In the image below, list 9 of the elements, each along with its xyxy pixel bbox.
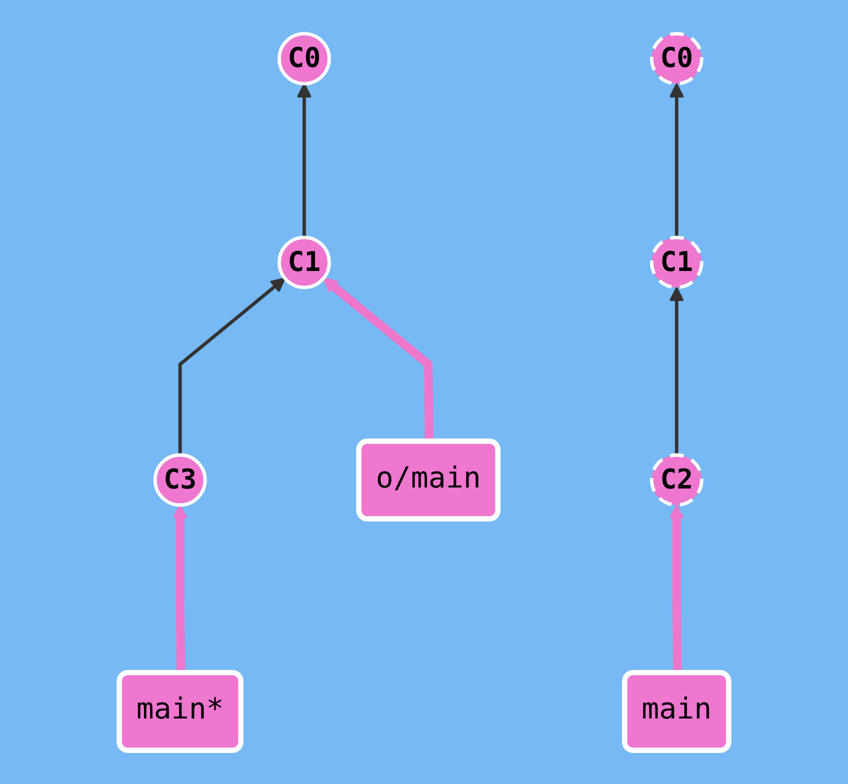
arrow (178, 278, 286, 455)
node-circle: C3 (153, 453, 207, 507)
node-circle: C1 (650, 236, 704, 290)
node-circle: C0 (650, 32, 704, 86)
node-circle: C1 (278, 236, 331, 290)
node-circle: C0 (278, 32, 331, 86)
arrow (669, 286, 684, 455)
node-circle: C2 (650, 453, 704, 507)
arrow (296, 82, 312, 238)
